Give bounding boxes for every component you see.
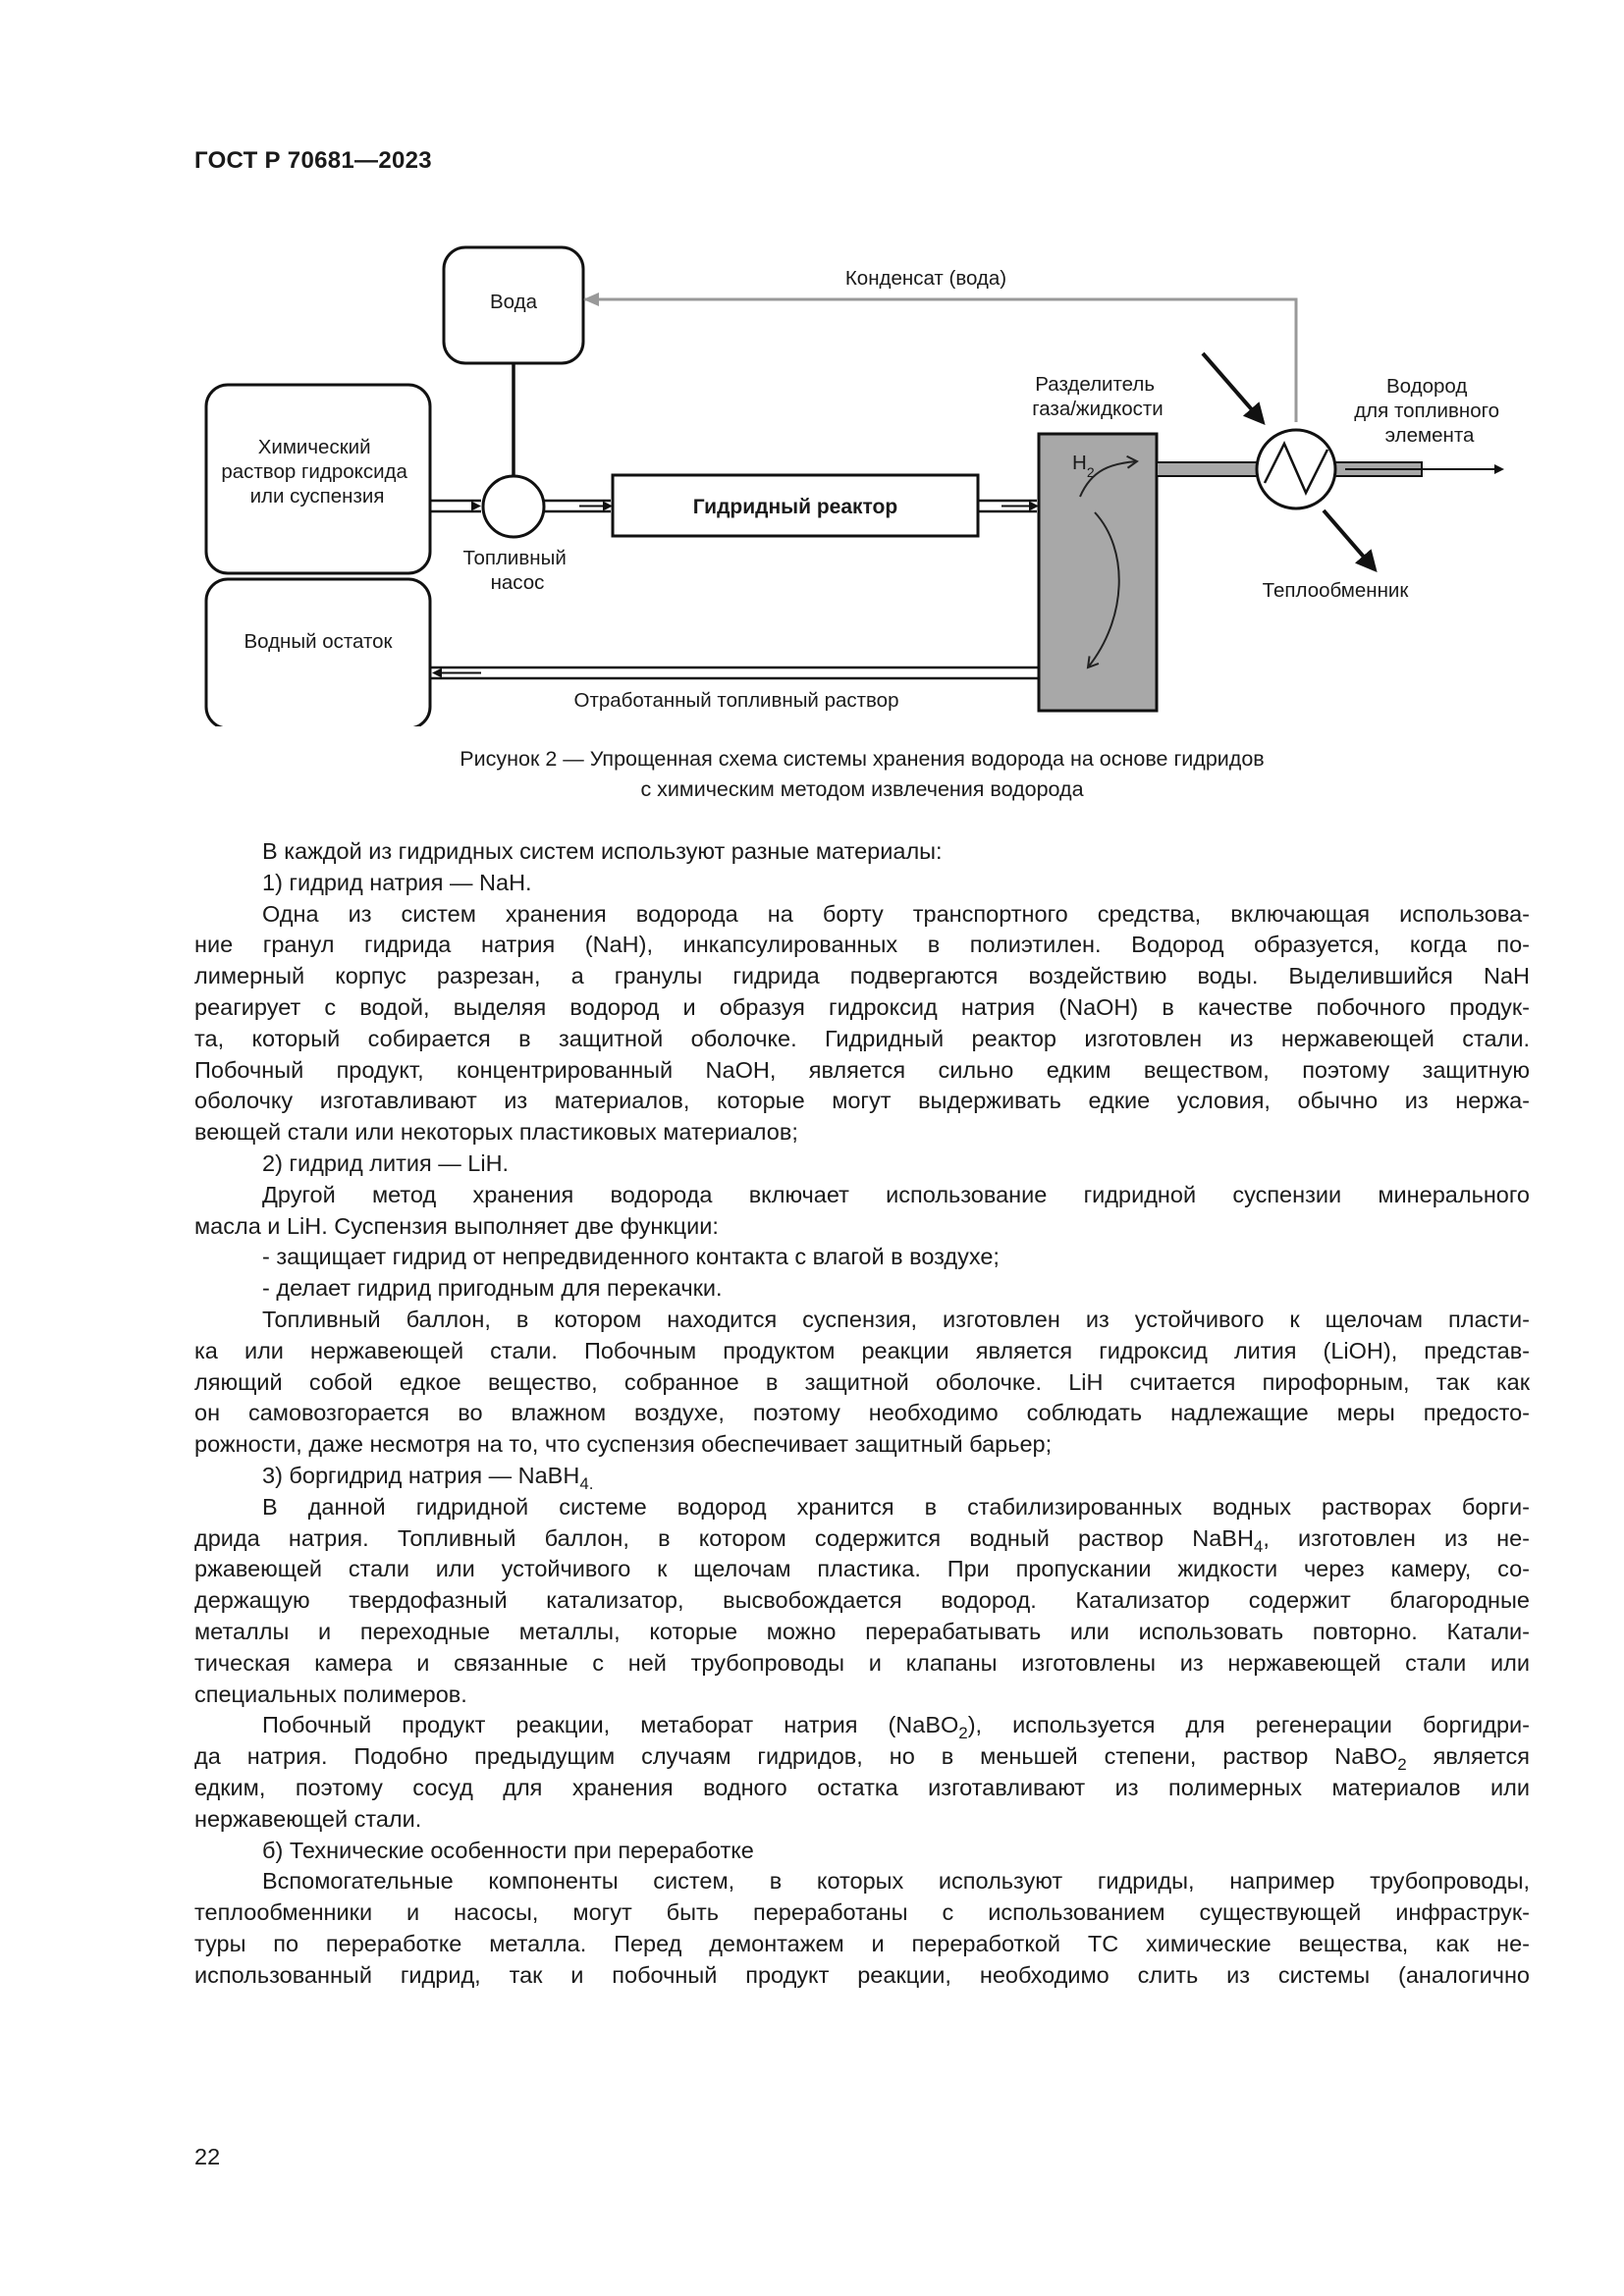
list-item: - делает гидрид пригодным для перекачки. — [262, 1275, 723, 1302]
text-line: та, который собирается в защитной оболоч… — [194, 1025, 1530, 1051]
caption-line-2: с химическим методом извлечения водорода — [640, 777, 1084, 801]
spent-solution-label: Отработанный топливный раствор — [574, 689, 899, 712]
hydrogen-out-label: Водород для топливного элемента — [1354, 375, 1505, 447]
text-line: тическая камера и связанные с ней трубоп… — [194, 1649, 1530, 1676]
text-line: да натрия. Подобно предыдущим случаям ги… — [194, 1743, 1531, 1775]
text-line: Одна из систем хранения водорода на борт… — [262, 900, 1530, 927]
text-line: ка или нержавеющей стали. Побочным проду… — [194, 1337, 1530, 1363]
fuel-pump — [481, 474, 546, 539]
list-item: 1) гидрид натрия — NaH. — [262, 869, 532, 895]
condensate-label: Конденсат (вода) — [845, 267, 1006, 290]
text-line: В данной гидридной системе водород храни… — [262, 1493, 1530, 1520]
gas-flow-arrow — [1079, 454, 1139, 498]
text-line: нержавеющей стали. — [194, 1805, 422, 1832]
liquid-flow-arrow — [1086, 511, 1120, 669]
list-item: 3) боргидрид натрия — NaBH4. — [262, 1462, 594, 1493]
section-heading: б) Технические особенности при переработ… — [262, 1837, 754, 1863]
coolant-out-arrow — [1322, 508, 1378, 573]
text-line: ние гранул гидрида натрия (NaH), инкапсу… — [194, 932, 1530, 958]
list-item: 2) гидрид лития — LiH. — [262, 1149, 510, 1176]
heat-exchanger-coil — [1263, 441, 1329, 496]
text-line: В каждой из гидридных систем используют … — [262, 838, 943, 864]
page-number: 22 — [194, 2144, 221, 2169]
text-line: использованный гидрид, так и побочный пр… — [194, 1961, 1530, 1988]
text-line: Топливный баллон, в котором находится су… — [262, 1306, 1530, 1332]
text-line: ржавеющей стали или устойчивого к щелоча… — [194, 1556, 1530, 1582]
water-label: Вода — [490, 291, 538, 313]
text-line: масла и LiH. Суспензия выполняет две фун… — [194, 1212, 719, 1239]
coolant-in-arrow — [1201, 351, 1266, 426]
text-line: Побочный продукт реакции, метаборат натр… — [262, 1712, 1530, 1743]
h2-label: H2 — [1072, 452, 1095, 480]
hydride-reactor-label: Гидридный реактор — [693, 496, 897, 518]
figure-caption: Рисунок 2 — Упрощенная схема системы хра… — [194, 744, 1530, 805]
text-line: металлы и переходные металлы, которые мо… — [194, 1618, 1530, 1644]
heat-exchanger-label: Теплообменник — [1263, 579, 1410, 602]
text-line: едким, поэтому сосуд для хранения водног… — [194, 1774, 1530, 1800]
chemical-solution-tank — [204, 383, 432, 575]
text-line: оболочку изготавливают из материалов, ко… — [194, 1088, 1530, 1114]
body-text: В каждой из гидридных систем используют … — [194, 836, 1530, 1991]
text-line: реагирует с водой, выделяя водород и обр… — [194, 993, 1530, 1020]
text-line: Другой метод хранения водорода включает … — [262, 1181, 1530, 1207]
text-line: дрида натрия. Топливный баллон, в которо… — [194, 1524, 1530, 1556]
text-line: теплообменники и насосы, могут быть пере… — [194, 1899, 1530, 1926]
text-line: веющей стали или некоторых пластиковых м… — [194, 1119, 798, 1146]
text-line: ляющий собой едкое вещество, собранное в… — [194, 1368, 1530, 1395]
water-residue-label: Водный остаток — [244, 630, 393, 653]
chemical-solution-label: Химический раствор гидроксида или суспен… — [221, 436, 412, 507]
text-line: он самовозгорается во влажном воздухе, п… — [194, 1400, 1530, 1426]
text-line: специальных полимеров. — [194, 1681, 467, 1707]
fuel-pump-label: Топливный насос — [463, 547, 572, 594]
gas-liquid-separator — [1037, 432, 1159, 713]
hydride-system-diagram: Вода Конденсат (вода) Химический раствор… — [204, 245, 1505, 726]
text-line: Побочный продукт, концентрированный NaOH… — [194, 1056, 1530, 1083]
standard-header: ГОСТ Р 70681—2023 — [194, 147, 432, 174]
caption-line-1: Рисунок 2 — Упрощенная схема системы хра… — [460, 747, 1265, 771]
condensate-line — [583, 293, 1298, 422]
text-line: Вспомогательные компоненты систем, в кот… — [262, 1868, 1530, 1895]
text-line: туры по переработке металла. Перед демон… — [194, 1930, 1530, 1956]
list-item: - защищает гидрид от непредвиденного кон… — [262, 1244, 1000, 1270]
separator-label: Разделитель газа/жидкости — [1032, 373, 1164, 420]
text-line: лимерный корпус разрезан, а гранулы гидр… — [194, 963, 1530, 989]
water-residue-tank — [204, 577, 432, 726]
text-line: держащую твердофазный катализатор, высво… — [194, 1587, 1530, 1614]
hydride-reactor — [611, 473, 980, 538]
text-line: рожности, даже несмотря на то, что суспе… — [194, 1431, 1053, 1458]
